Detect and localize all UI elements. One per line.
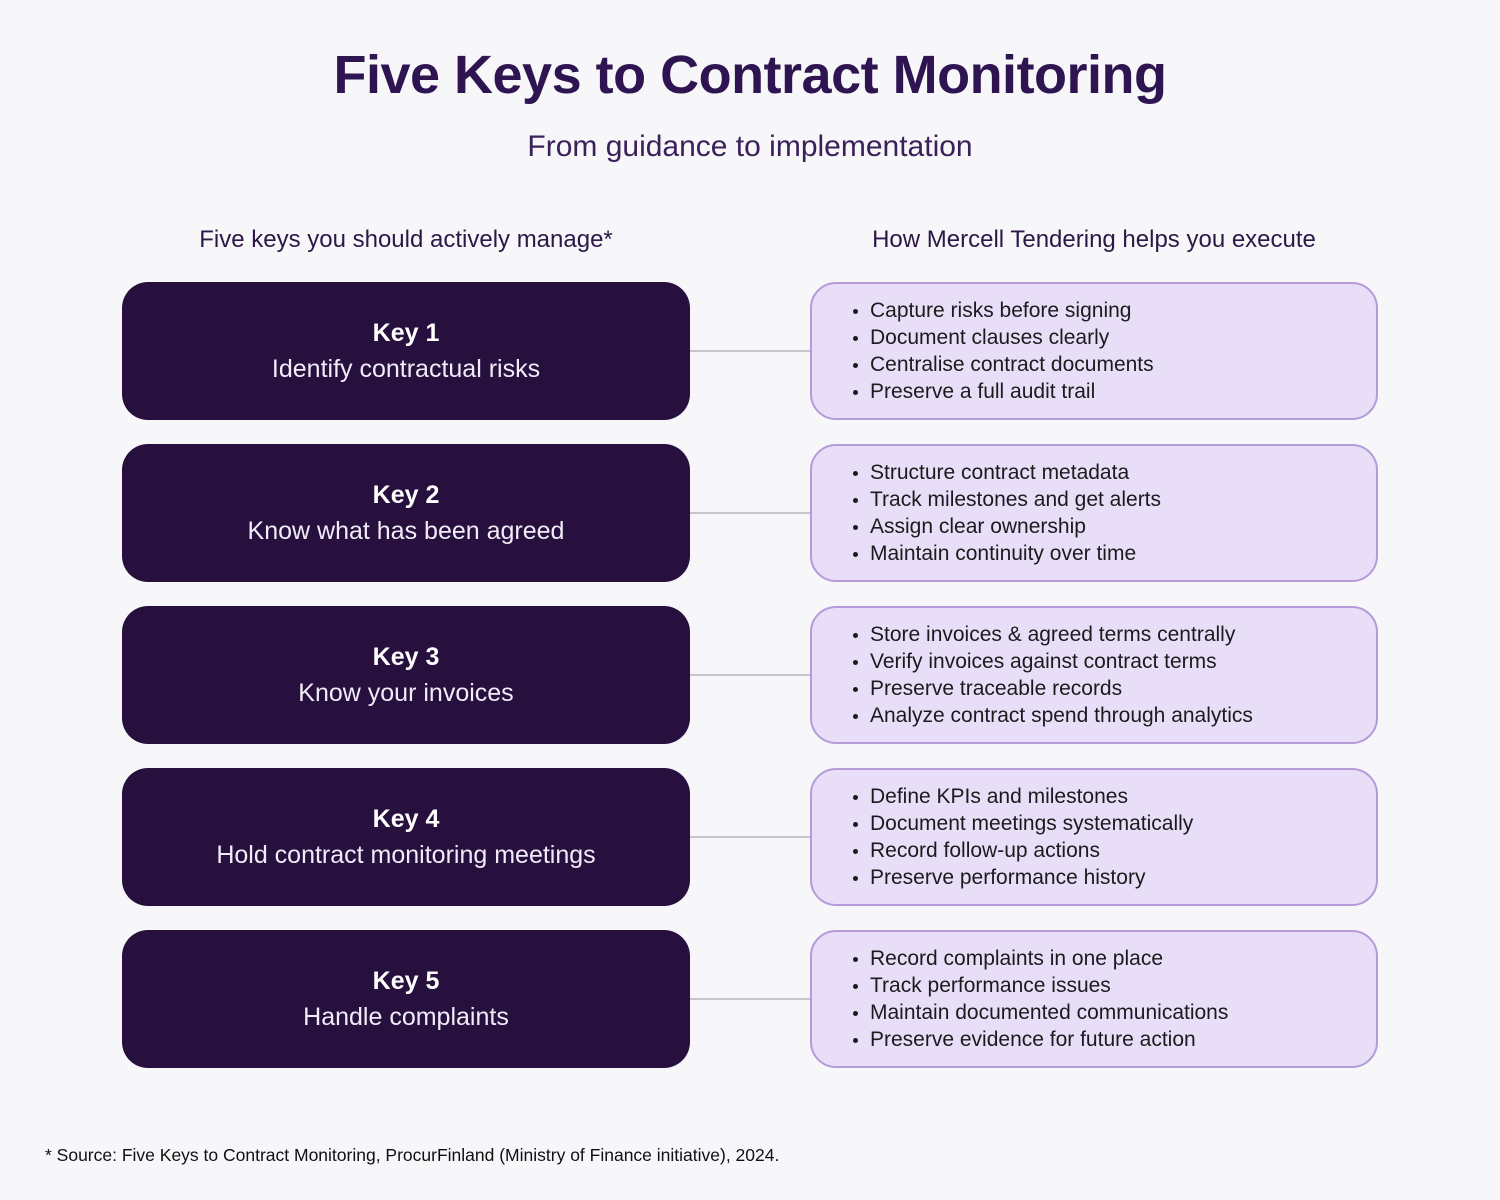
bullet-item: Preserve traceable records	[870, 675, 1253, 702]
key-title: Hold contract monitoring meetings	[216, 840, 596, 869]
key-title: Handle complaints	[303, 1002, 509, 1031]
connector-line	[690, 444, 810, 582]
bullet-item: Preserve performance history	[870, 864, 1193, 891]
bullet-item: Document clauses clearly	[870, 324, 1154, 351]
key-row: Key 2 Know what has been agreed Structur…	[122, 444, 1378, 582]
bullet-item: Maintain continuity over time	[870, 540, 1161, 567]
bullet-item: Track milestones and get alerts	[870, 486, 1161, 513]
bullet-item: Assign clear ownership	[870, 513, 1161, 540]
left-column-header: Five keys you should actively manage*	[199, 226, 613, 253]
bullet-list: Store invoices & agreed terms centrallyV…	[830, 621, 1253, 729]
key-label: Key 2	[372, 480, 440, 509]
page-subtitle: From guidance to implementation	[527, 130, 973, 163]
key-box: Key 5 Handle complaints	[122, 930, 690, 1068]
key-label: Key 5	[372, 966, 440, 995]
key-label: Key 4	[372, 804, 440, 833]
bullet-item: Track performance issues	[870, 972, 1228, 999]
detail-box: Capture risks before signingDocument cla…	[810, 282, 1378, 420]
key-label: Key 1	[372, 318, 440, 347]
key-row: Key 3 Know your invoices Store invoices …	[122, 606, 1378, 744]
key-box: Key 1 Identify contractual risks	[122, 282, 690, 420]
bullet-item: Maintain documented communications	[870, 999, 1228, 1026]
rows: Key 1 Identify contractual risks Capture…	[0, 282, 1500, 1068]
connector-line	[690, 282, 810, 420]
bullet-item: Record complaints in one place	[870, 945, 1228, 972]
key-label: Key 3	[372, 642, 440, 671]
bullet-item: Preserve a full audit trail	[870, 378, 1154, 405]
right-column-header: How Mercell Tendering helps you execute	[872, 226, 1316, 253]
bullet-item: Structure contract metadata	[870, 459, 1161, 486]
bullet-item: Record follow-up actions	[870, 837, 1193, 864]
bullet-item: Store invoices & agreed terms centrally	[870, 621, 1253, 648]
detail-box: Store invoices & agreed terms centrallyV…	[810, 606, 1378, 744]
detail-box: Structure contract metadataTrack milesto…	[810, 444, 1378, 582]
bullet-item: Document meetings systematically	[870, 810, 1193, 837]
key-box: Key 4 Hold contract monitoring meetings	[122, 768, 690, 906]
bullet-item: Define KPIs and milestones	[870, 783, 1193, 810]
bullet-item: Centralise contract documents	[870, 351, 1154, 378]
bullet-item: Capture risks before signing	[870, 297, 1154, 324]
detail-box: Define KPIs and milestonesDocument meeti…	[810, 768, 1378, 906]
page-title: Five Keys to Contract Monitoring	[333, 45, 1167, 105]
key-box: Key 2 Know what has been agreed	[122, 444, 690, 582]
bullet-item: Verify invoices against contract terms	[870, 648, 1253, 675]
key-title: Know your invoices	[298, 678, 514, 707]
key-box: Key 3 Know your invoices	[122, 606, 690, 744]
key-title: Identify contractual risks	[271, 354, 541, 383]
source-note: * Source: Five Keys to Contract Monitori…	[45, 1145, 780, 1165]
bullet-item: Analyze contract spend through analytics	[870, 702, 1253, 729]
bullet-list: Structure contract metadataTrack milesto…	[830, 459, 1161, 567]
key-title: Know what has been agreed	[247, 516, 565, 545]
bullet-list: Define KPIs and milestonesDocument meeti…	[830, 783, 1193, 891]
key-row: Key 4 Hold contract monitoring meetings …	[122, 768, 1378, 906]
key-row: Key 1 Identify contractual risks Capture…	[122, 282, 1378, 420]
bullet-item: Preserve evidence for future action	[870, 1026, 1228, 1053]
key-row: Key 5 Handle complaints Record complaint…	[122, 930, 1378, 1068]
bullet-list: Capture risks before signingDocument cla…	[830, 297, 1154, 405]
bullet-list: Record complaints in one placeTrack perf…	[830, 945, 1228, 1053]
connector-line	[690, 768, 810, 906]
detail-box: Record complaints in one placeTrack perf…	[810, 930, 1378, 1068]
column-headers: Five keys you should actively manage* Ho…	[0, 226, 1500, 254]
connector-line	[690, 606, 810, 744]
connector-line	[690, 930, 810, 1068]
